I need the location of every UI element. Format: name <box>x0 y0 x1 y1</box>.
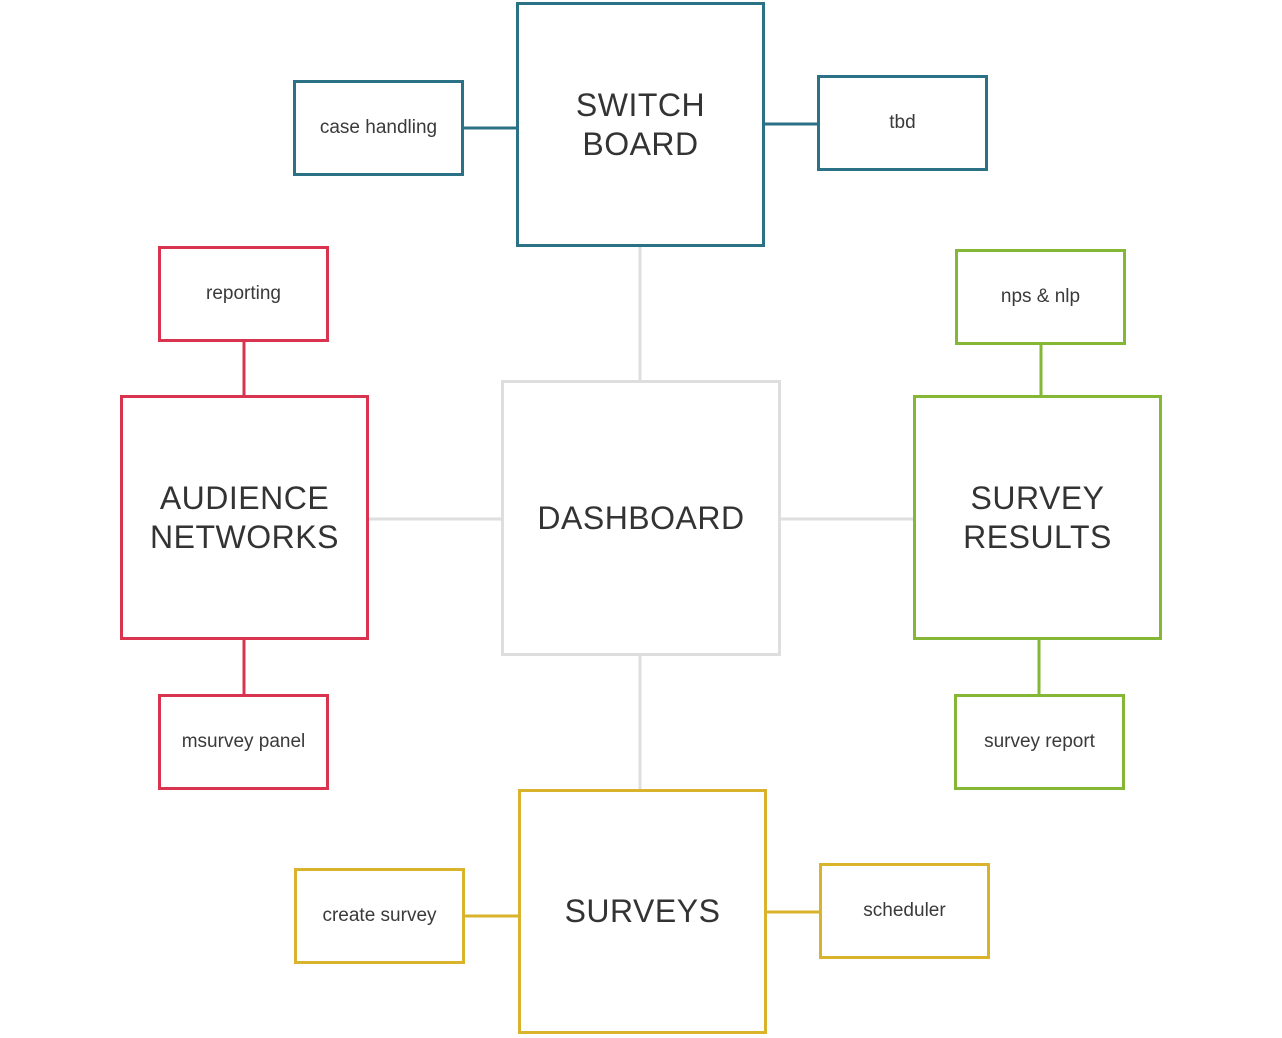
dashboard-node: DASHBOARD <box>501 380 781 656</box>
survey-report-node: survey report <box>954 694 1125 790</box>
surveys-node: SURVEYS <box>518 789 767 1034</box>
switchboard-label: SWITCH BOARD <box>575 86 706 162</box>
msurvey-panel-label: msurvey panel <box>181 731 306 752</box>
switchboard-node: SWITCH BOARD <box>516 2 765 247</box>
create-survey-node: create survey <box>294 868 465 964</box>
nps-nlp-node: nps & nlp <box>955 249 1126 345</box>
msurvey-panel-node: msurvey panel <box>158 694 329 790</box>
surveys-label: SURVEYS <box>564 893 721 929</box>
audience-networks-node: AUDIENCE NETWORKS <box>120 395 369 640</box>
tbd-node: tbd <box>817 75 988 171</box>
case-handling-label: case handling <box>319 117 438 138</box>
reporting-label: reporting <box>206 283 281 304</box>
scheduler-label: scheduler <box>863 900 946 921</box>
survey-report-label: survey report <box>984 731 1095 752</box>
nps-nlp-label: nps & nlp <box>1000 286 1081 307</box>
tbd-label: tbd <box>889 112 916 133</box>
audience-networks-label: AUDIENCE NETWORKS <box>150 479 339 555</box>
survey-results-node: SURVEY RESULTS <box>913 395 1162 640</box>
create-survey-label: create survey <box>322 905 437 926</box>
scheduler-node: scheduler <box>819 863 990 959</box>
dashboard-label: DASHBOARD <box>537 499 745 536</box>
survey-results-label: SURVEY RESULTS <box>963 479 1112 555</box>
case-handling-node: case handling <box>293 80 464 176</box>
reporting-node: reporting <box>158 246 329 342</box>
